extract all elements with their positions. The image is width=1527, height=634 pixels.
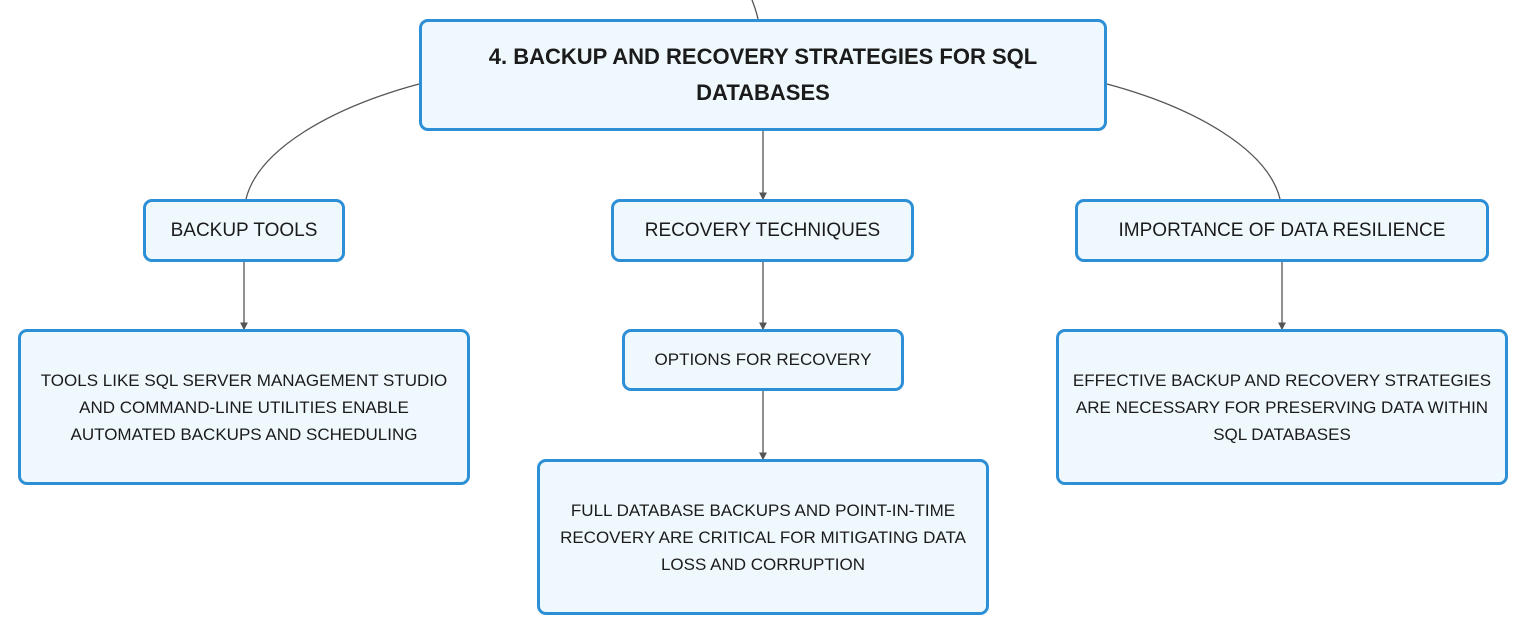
incoming-connector [751,0,759,20]
data-resilience-detail-node[interactable]: EFFECTIVE BACKUP AND RECOVERY STRATEGIES… [1056,329,1508,485]
backup-tools-detail-text: TOOLS LIKE SQL SERVER MANAGEMENT STUDIO … [40,370,448,444]
data-resilience-detail-text: EFFECTIVE BACKUP AND RECOVERY STRATEGIES… [1072,370,1492,444]
recovery-detail-text: FULL DATABASE BACKUPS AND POINT-IN-TIME … [560,500,966,574]
recovery-techniques-node[interactable]: RECOVERY TECHNIQUES [611,199,914,262]
backup-tools-detail-node[interactable]: TOOLS LIKE SQL SERVER MANAGEMENT STUDIO … [18,329,470,485]
connector-root-to-backup-tools [245,83,420,200]
connector-root-to-data-resilience [1106,83,1281,200]
root-topic-node[interactable]: 4. BACKUP AND RECOVERY STRATEGIES FOR SQ… [419,19,1107,131]
options-for-recovery-node[interactable]: OPTIONS FOR RECOVERY [622,329,904,391]
data-resilience-node[interactable]: IMPORTANCE OF DATA RESILIENCE [1075,199,1489,262]
backup-tools-node[interactable]: BACKUP TOOLS [143,199,345,262]
options-for-recovery-label: OPTIONS FOR RECOVERY [654,350,872,369]
backup-tools-label: BACKUP TOOLS [170,219,318,241]
root-topic-label: 4. BACKUP AND RECOVERY STRATEGIES FOR SQ… [488,44,1038,105]
data-resilience-label: IMPORTANCE OF DATA RESILIENCE [1118,219,1446,241]
recovery-detail-node[interactable]: FULL DATABASE BACKUPS AND POINT-IN-TIME … [537,459,989,615]
recovery-techniques-label: RECOVERY TECHNIQUES [644,219,881,241]
